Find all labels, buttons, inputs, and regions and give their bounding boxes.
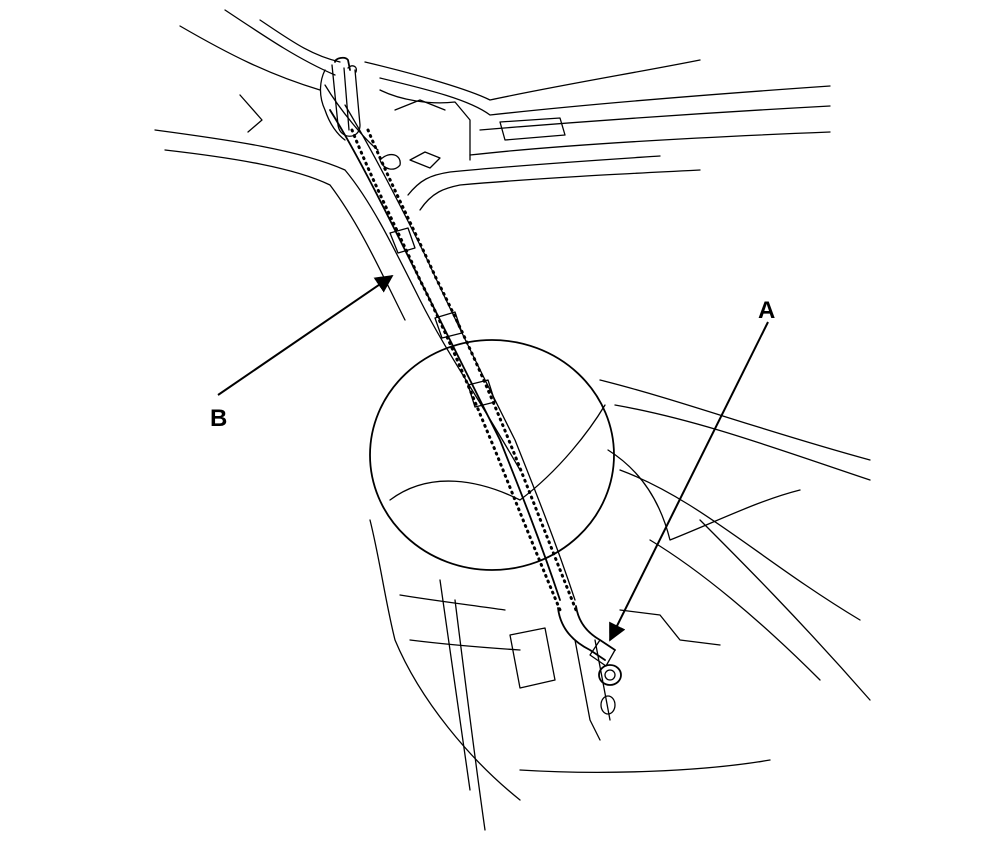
roof-panel-lines xyxy=(179,9,831,161)
callout-label-a: A xyxy=(758,297,775,324)
upper-hose-clip xyxy=(319,56,361,141)
leader-arrow-a xyxy=(609,321,769,642)
magnifier-circle xyxy=(369,339,615,571)
lower-body-lines xyxy=(369,379,871,831)
callout-label-b: B xyxy=(210,405,227,432)
lower-hose-elbow xyxy=(557,605,616,667)
hose-clip-brackets xyxy=(389,227,496,408)
drain-hose-dotted-path xyxy=(350,128,578,612)
pillar-frame-lines xyxy=(154,104,701,601)
leader-arrow-b xyxy=(217,274,394,396)
